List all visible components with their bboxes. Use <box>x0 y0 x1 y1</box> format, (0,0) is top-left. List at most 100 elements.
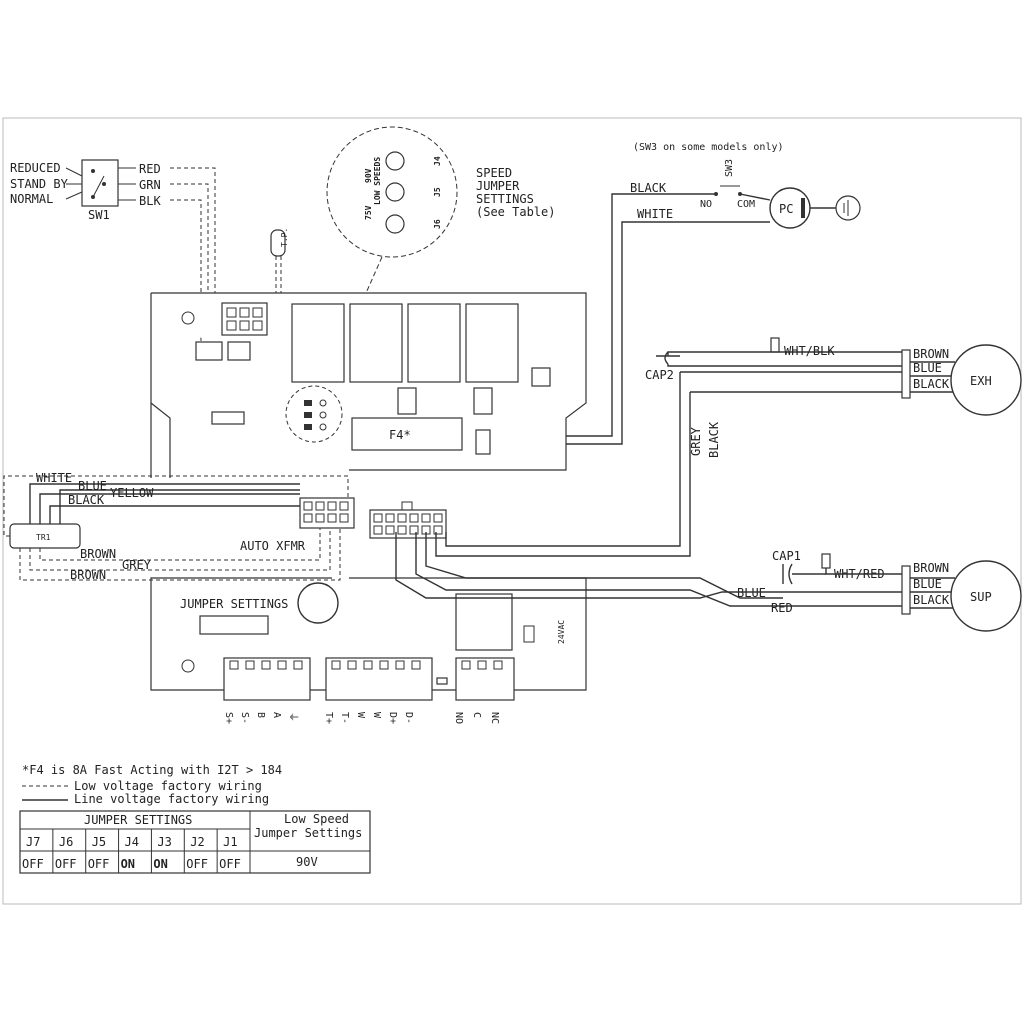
xfmr-wire-white: WHITE <box>36 471 72 485</box>
connector-pin <box>409 525 419 535</box>
terminal-screw <box>477 660 487 670</box>
sup-lead-brown: BROWN <box>913 561 949 575</box>
connector-pin <box>303 501 313 511</box>
connector-pin <box>409 513 419 523</box>
auto-xfmr-label: AUTO XFMR <box>240 539 306 553</box>
cap1-wire-blue: BLUE <box>737 586 766 600</box>
jumper-val-j5: OFF <box>88 857 110 871</box>
fuse-f4 <box>351 417 463 451</box>
diagram-frame <box>2 117 1022 905</box>
sw3-no: NO <box>700 199 712 210</box>
relay-1 <box>291 303 345 383</box>
exh-label: EXH <box>970 374 992 388</box>
sw3-note: (SW3 on some models only) <box>633 142 784 153</box>
v90-label: 90V <box>364 168 373 183</box>
j6-label: J6 <box>433 219 442 229</box>
transformer-tr1: TR1 <box>3 475 349 581</box>
jumper-header <box>199 615 269 635</box>
connector-pin <box>303 513 313 523</box>
connector-pin <box>373 525 383 535</box>
term-w2: W <box>371 712 382 719</box>
connector-pin <box>315 501 325 511</box>
term-b: B <box>255 712 266 718</box>
connector-pin <box>327 513 337 523</box>
term-s-minus: S- <box>239 712 250 724</box>
terminal-screw <box>461 660 471 670</box>
sup-lead-black: BLACK <box>913 593 950 607</box>
control-board: F4* AUTO XFMR JUMPER SETTINGS 24VAC <box>150 292 587 701</box>
vert-wire-grey: GREY <box>689 426 703 456</box>
speed-jumper-detail: LOW SPEEDS 90V 75V J4 J5 J6 SPEED JUMPER… <box>322 126 555 391</box>
terminal-screw <box>493 660 503 670</box>
connector-pin <box>339 501 349 511</box>
term-ground: ⏚ <box>287 712 299 722</box>
term-w1: W <box>355 712 366 719</box>
plug-pc-label: PC <box>779 202 793 216</box>
jumper-col-j7: J7 <box>26 835 40 849</box>
jumper-val-j1: OFF <box>219 857 241 871</box>
terminal-screw <box>331 660 341 670</box>
connector-pin <box>433 525 443 535</box>
speed-note-4: (See Table) <box>476 205 555 219</box>
connector-pin <box>397 513 407 523</box>
connector-pin <box>327 501 337 511</box>
xfmr-wire-grey: GREY <box>122 558 152 572</box>
cap2-label: CAP2 <box>645 368 674 382</box>
terminal-screw <box>245 660 255 670</box>
exh-lead-black: BLACK <box>913 377 950 391</box>
jumper-table: JUMPER SETTINGS Low Speed Jumper Setting… <box>19 810 371 874</box>
term-d-plus: D+ <box>387 712 398 724</box>
wire-white-top: WHITE <box>637 207 673 221</box>
terminal-screw <box>395 660 405 670</box>
sup-lead-blue: BLUE <box>913 577 942 591</box>
jumper-val-j6: OFF <box>55 857 77 871</box>
sw3-section: (SW3 on some models only) SW3 NO COM BLA… <box>630 142 861 229</box>
relay-2 <box>349 303 403 383</box>
sw1-mode-standby: STAND BY <box>10 177 69 191</box>
sup-motor-circle <box>950 560 1022 632</box>
exh-lead-brown: BROWN <box>913 347 949 361</box>
vac-label: 24VAC <box>557 620 566 644</box>
note-line-voltage: Line voltage factory wiring <box>74 792 269 806</box>
sw3-label: SW3 <box>724 159 735 177</box>
jumper-table-header: JUMPER SETTINGS <box>84 813 192 827</box>
terminal-screw <box>293 660 303 670</box>
wht-blk-label: WHT/BLK <box>784 344 835 358</box>
term-c: C <box>471 712 482 718</box>
term-no: NO <box>453 712 464 724</box>
terminal-strip-1 <box>223 657 311 701</box>
relay-3 <box>407 303 461 383</box>
term-a: A <box>271 712 282 718</box>
sw1-wire-grn: GRN <box>139 178 161 192</box>
connector-pin <box>385 525 395 535</box>
board-connector-tp <box>227 341 251 361</box>
sw1-mode-reduced: REDUCED <box>10 161 61 175</box>
jumper-col-j5: J5 <box>92 835 106 849</box>
exhaust-motor: CAP2 WHT/BLK BROWN BLUE BLACK EXH <box>645 337 1022 416</box>
terminal-strip-3 <box>455 657 515 701</box>
terminal-screw <box>229 660 239 670</box>
jumper-col-j1: J1 <box>223 835 237 849</box>
jumper-val-j3: ON <box>153 857 167 871</box>
buzzer <box>297 582 339 624</box>
connector-pin <box>315 513 325 523</box>
note-low-voltage: Low voltage factory wiring <box>74 779 262 793</box>
tp-label: T.P. <box>280 228 289 247</box>
notes: *F4 is 8A Fast Acting with I2T > 184 Low… <box>22 763 282 806</box>
sw3-com: COM <box>737 199 755 210</box>
low-speed-header-1: Low Speed <box>284 812 349 826</box>
terminal-screw <box>347 660 357 670</box>
cap1-label: CAP1 <box>772 549 801 563</box>
wire-black-top: BLACK <box>630 181 667 195</box>
jumper-col-j6: J6 <box>59 835 73 849</box>
connector-pin <box>373 513 383 523</box>
jumper-val-j7: OFF <box>22 857 44 871</box>
jumper-col-j2: J2 <box>190 835 204 849</box>
j5-label: J5 <box>433 187 442 197</box>
term-t-plus: T+ <box>323 712 334 724</box>
switch-sw1: REDUCED STAND BY NORMAL RED GRN BLK SW1 <box>10 159 161 222</box>
v75-label: 75V <box>364 205 373 220</box>
auto-xfmr-connector <box>299 497 355 529</box>
terminal-screw <box>277 660 287 670</box>
